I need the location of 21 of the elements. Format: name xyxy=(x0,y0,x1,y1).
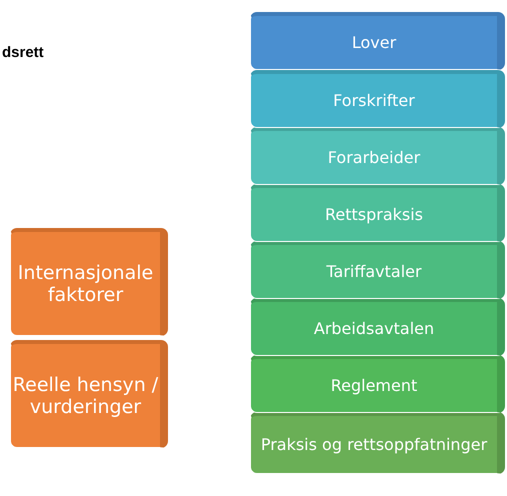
stack-block xyxy=(250,298,505,356)
block-label: Lover xyxy=(352,33,396,52)
block-label: Internasjonale faktorer xyxy=(16,262,154,306)
title: dsrett xyxy=(2,44,44,61)
side-block xyxy=(10,228,168,336)
stack-block xyxy=(250,184,505,242)
block-label: Praksis og rettsoppfatninger xyxy=(260,435,488,454)
block-label: Rettspraksis xyxy=(324,205,424,224)
stack-block xyxy=(250,355,505,413)
block-label: Tariffavtaler xyxy=(326,262,422,281)
side-block xyxy=(10,340,168,448)
stack-block xyxy=(250,412,505,474)
stack-block xyxy=(250,127,505,185)
stack-block xyxy=(250,70,505,128)
stack-block xyxy=(250,12,505,70)
block-label: Forarbeider xyxy=(328,148,420,167)
stack-block xyxy=(250,241,505,299)
block-label: Reelle hensyn / vurderinger xyxy=(12,374,160,418)
block-label: Forskrifter xyxy=(333,91,415,110)
block-label: Reglement xyxy=(330,376,418,395)
block-label: Arbeidsavtalen xyxy=(314,319,434,338)
